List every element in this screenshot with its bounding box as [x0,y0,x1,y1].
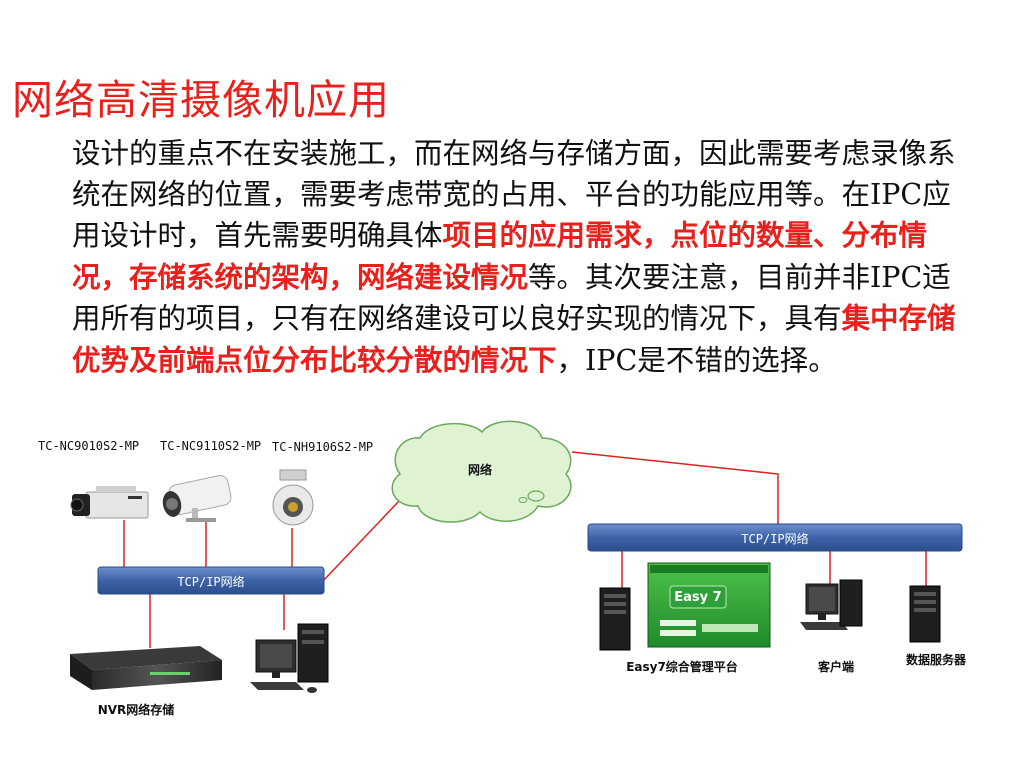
ptz-camera-icon [272,469,314,526]
slide-title: 网络高清摄像机应用 [12,76,390,124]
client-pc-icon [800,579,863,630]
data-server-icon [909,585,941,643]
camera-label-2: TC-NC9110S2-MP [160,439,261,453]
cloud-label: 网络 [468,462,492,477]
easy7-screen-icon [647,562,771,648]
paragraph-segment: 等。其次要注意，目前并非IPC适用所有的项目，只有在网络建设可以良好实现的情况下… [72,260,951,336]
bullet-camera-icon [162,475,232,522]
easy7-server-icon [599,587,631,651]
easy7-label: Easy7综合管理平台 [626,659,738,674]
paragraph-highlight: 集中存储优势及前端点位分布比较分散的情况下 [72,301,956,377]
connector-cloud-right-bar [571,451,779,524]
connector-left-bar-cloud [321,487,409,583]
data-server-label: 数据服务器 [906,652,967,667]
body-paragraph: 设计的重点不在安装施工，而在网络与存储方面，因此需要考虑录像系统在网络的位置，需… [72,134,962,381]
workstation-icon [250,623,329,693]
camera-label-1: TC-NC9010S2-MP [38,439,139,453]
paragraph-segment: 设计的重点不在安装施工，而在网络与存储方面，因此需要考虑录像系统在网络的位置，需… [72,137,956,252]
camera-label-3: TC-NH9106S2-MP [272,440,373,454]
client-label: 客户端 [817,659,854,674]
right-tcpip-bar: TCP/IP网络 [587,523,963,552]
right-bar-label: TCP/IP网络 [741,531,808,546]
box-camera-icon [70,486,149,519]
paragraph-highlight: 项目的应用需求，点位的数量、分布情况，存储系统的架构，网络建设情况 [72,218,928,294]
left-tcpip-bar: TCP/IP网络 [97,566,325,595]
paragraph-segment: ，IPC是不错的选择。 [556,343,837,377]
easy7-screen-title: Easy 7 [674,590,721,605]
nvr-device-icon [70,646,222,690]
left-bar-label: TCP/IP网络 [177,574,244,589]
network-cloud-icon [391,420,572,523]
nvr-label: NVR网络存储 [98,702,175,717]
